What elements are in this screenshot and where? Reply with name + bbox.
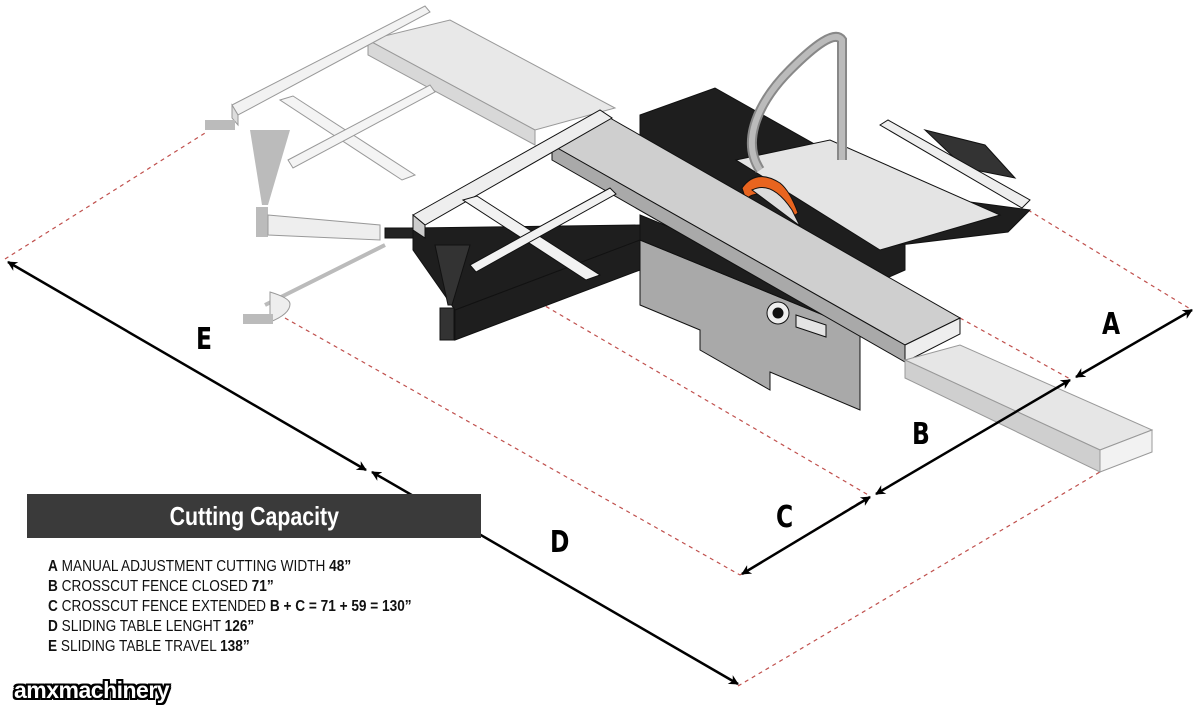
sliding-frame [384,224,641,341]
spec-letter: E [48,638,58,655]
guide-b-left [469,261,871,497]
guide-a-top [1027,209,1193,311]
spec-value: 48” [329,558,352,575]
spec-value: 71” [251,578,274,595]
dimension-label-b: B [912,417,930,452]
guide-a-mid [959,317,1073,381]
dimension-label-a: A [1102,307,1121,342]
spec-value: B + C = 71 + 59 = 130” [269,598,412,615]
arrow-c [741,495,871,576]
spec-label: MANUAL ADJUSTMENT CUTTING WIDTH [61,558,326,575]
crosscut-fence [412,109,1031,363]
spec-item-a: A MANUAL ADJUSTMENT CUTTING WIDTH 48” [48,557,412,577]
arrow-b [875,378,1071,496]
dimension-label-c: C [776,500,794,535]
dimension-label-e: E [196,322,212,357]
spec-value: 126” [224,618,255,635]
legend-title-bar: Cutting Capacity [27,494,481,538]
blade-guard [741,31,847,227]
spec-item-b: B CROSSCUT FENCE CLOSED 71” [48,577,412,597]
legend-title: Cutting Capacity [169,500,339,531]
spec-item-e: E SLIDING TABLE TRAVEL 138” [48,637,412,657]
spec-letter: C [48,598,58,615]
spec-label: CROSSCUT FENCE CLOSED [61,578,248,595]
arrow-a [1075,308,1193,379]
spec-letter: A [48,558,58,575]
arrow-e [7,260,367,472]
dimension-label-d: D [550,525,570,560]
spec-letter: D [48,618,58,635]
spec-label: CROSSCUT FENCE EXTENDED [61,598,267,615]
spec-letter: B [48,578,58,595]
spec-label: SLIDING TABLE LENGHT [61,618,221,635]
guide-e-top [4,132,206,260]
spec-item-d: D SLIDING TABLE LENGHT 126” [48,617,412,637]
watermark-logo: amxmachinery [14,677,170,703]
spec-list: A MANUAL ADJUSTMENT CUTTING WIDTH 48” B … [48,557,461,657]
spec-label: SLIDING TABLE TRAVEL [60,638,217,655]
guide-d-bottom [737,465,1111,687]
workpiece-board [903,344,1154,473]
spec-value: 138” [220,638,250,655]
spec-item-c: C CROSSCUT FENCE EXTENDED B + C = 71 + 5… [48,597,412,617]
